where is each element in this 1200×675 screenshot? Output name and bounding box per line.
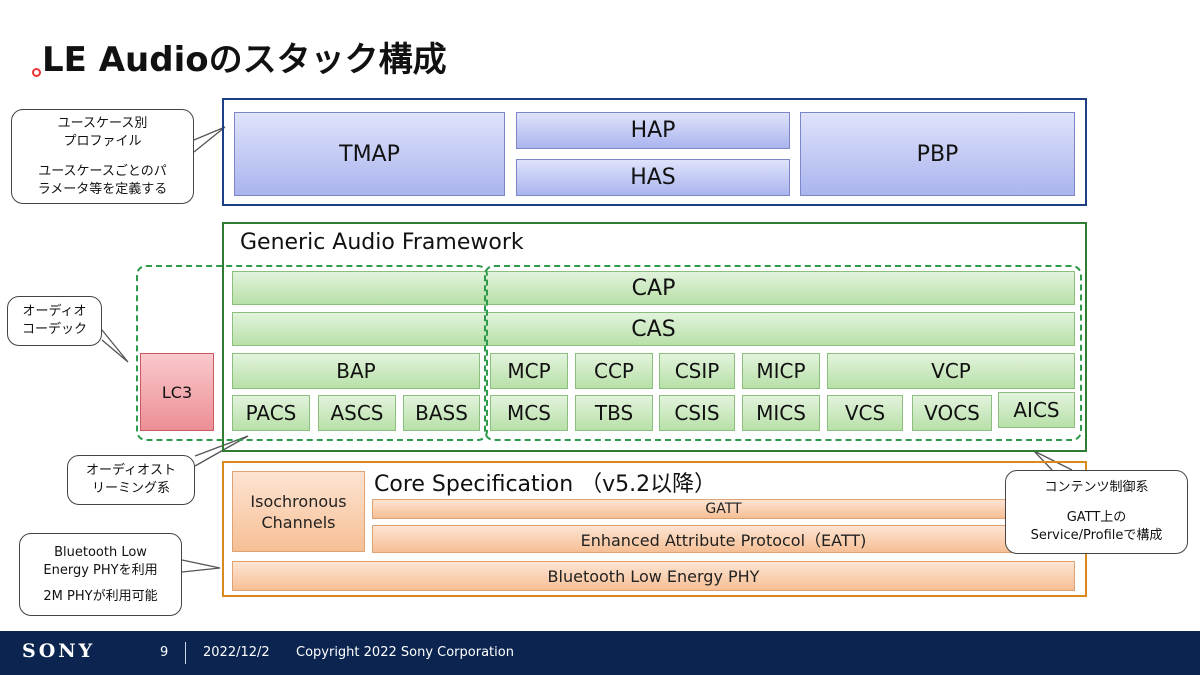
footer-date: 2022/12/2 xyxy=(203,645,270,660)
pointer-dot-icon xyxy=(32,68,41,77)
profile-layer-frame xyxy=(222,98,1087,206)
audio-streaming-group xyxy=(136,265,488,441)
mcs-box: MCS xyxy=(490,395,568,431)
callout-content-control: コンテンツ制御系 GATT上の Service/Profileで構成 xyxy=(1005,470,1188,554)
vocs-box: VOCS xyxy=(912,395,992,431)
ascs-box: ASCS xyxy=(318,395,396,431)
callout-ble-phy: Bluetooth Low Energy PHYを利用 2M PHYが利用可能 xyxy=(19,533,182,616)
micp-box: MICP xyxy=(742,353,820,389)
callout-phy-line-2: Energy PHYを利用 xyxy=(43,562,158,578)
slide-title: LE Audioのスタック構成 xyxy=(42,40,447,80)
callout-phy-line-3: 2M PHYが利用可能 xyxy=(43,588,158,604)
gaf-label: Generic Audio Framework xyxy=(240,230,524,255)
callout-audio-codec: オーディオ コーデック xyxy=(7,296,102,346)
mics-box: MICS xyxy=(742,395,820,431)
footer-bar xyxy=(0,631,1200,675)
callout-usecase-line-3: ユースケースごとのパ xyxy=(38,163,167,179)
leader-streaming xyxy=(194,435,249,467)
leader-phy xyxy=(181,559,221,573)
callout-usecase-line-2: プロファイル xyxy=(63,133,142,149)
content-control-group xyxy=(484,265,1082,441)
callout-codec-line-2: コーデック xyxy=(21,322,87,337)
cap-box: CAP xyxy=(232,271,1075,305)
callout-streaming-line-2: リーミング系 xyxy=(91,481,170,496)
eatt-box: Enhanced Attribute Protocol（EATT) xyxy=(372,525,1075,553)
ble-phy-box: Bluetooth Low Energy PHY xyxy=(232,561,1075,591)
footer-copyright: Copyright 2022 Sony Corporation xyxy=(296,645,514,660)
bass-box: BASS xyxy=(403,395,480,431)
hap-box: HAP xyxy=(516,112,790,149)
aics-box: AICS xyxy=(998,392,1075,428)
ccp-box: CCP xyxy=(575,353,653,389)
csis-box: CSIS xyxy=(659,395,735,431)
callout-content-line-1: コンテンツ制御系 xyxy=(1044,480,1149,495)
tmap-box: TMAP xyxy=(234,112,505,196)
callout-usecase-line-1: ユースケース別 xyxy=(57,115,148,131)
callout-phy-line-1: Bluetooth Low xyxy=(54,544,147,560)
has-box: HAS xyxy=(516,159,790,196)
core-label: Core Specification （v5.2以降） xyxy=(374,472,717,497)
bap-box: BAP xyxy=(232,353,480,389)
gatt-box: GATT xyxy=(372,499,1075,519)
vcs-box: VCS xyxy=(827,395,903,431)
footer-divider xyxy=(185,642,186,664)
csip-box: CSIP xyxy=(659,353,735,389)
callout-usecase-profile: ユースケース別 プロファイル ユースケースごとのパ ラメータ等を定義する xyxy=(11,109,194,204)
callout-content-line-3: Service/Profileで構成 xyxy=(1030,528,1163,543)
callout-usecase-line-4: ラメータ等を定義する xyxy=(37,181,168,197)
callout-streaming-line-1: オーディオスト xyxy=(85,463,177,478)
mcp-box: MCP xyxy=(490,353,568,389)
leader-codec xyxy=(101,329,129,363)
pacs-box: PACS xyxy=(232,395,310,431)
page-number: 9 xyxy=(160,645,169,660)
tbs-box: TBS xyxy=(575,395,653,431)
cas-box: CAS xyxy=(232,312,1075,346)
callout-codec-line-1: オーディオ xyxy=(22,304,87,319)
vcp-box: VCP xyxy=(827,353,1075,389)
callout-content-line-2: GATT上の xyxy=(1066,510,1127,525)
lc3-box: LC3 xyxy=(140,353,214,431)
pbp-box: PBP xyxy=(800,112,1075,196)
isochronous-channels-box: Isochronous Channels xyxy=(232,471,365,552)
callout-audio-streaming: オーディオスト リーミング系 xyxy=(67,455,195,505)
leader-usecase xyxy=(193,126,226,153)
gaf-frame xyxy=(222,222,1087,452)
sony-logo: SONY xyxy=(22,640,96,662)
